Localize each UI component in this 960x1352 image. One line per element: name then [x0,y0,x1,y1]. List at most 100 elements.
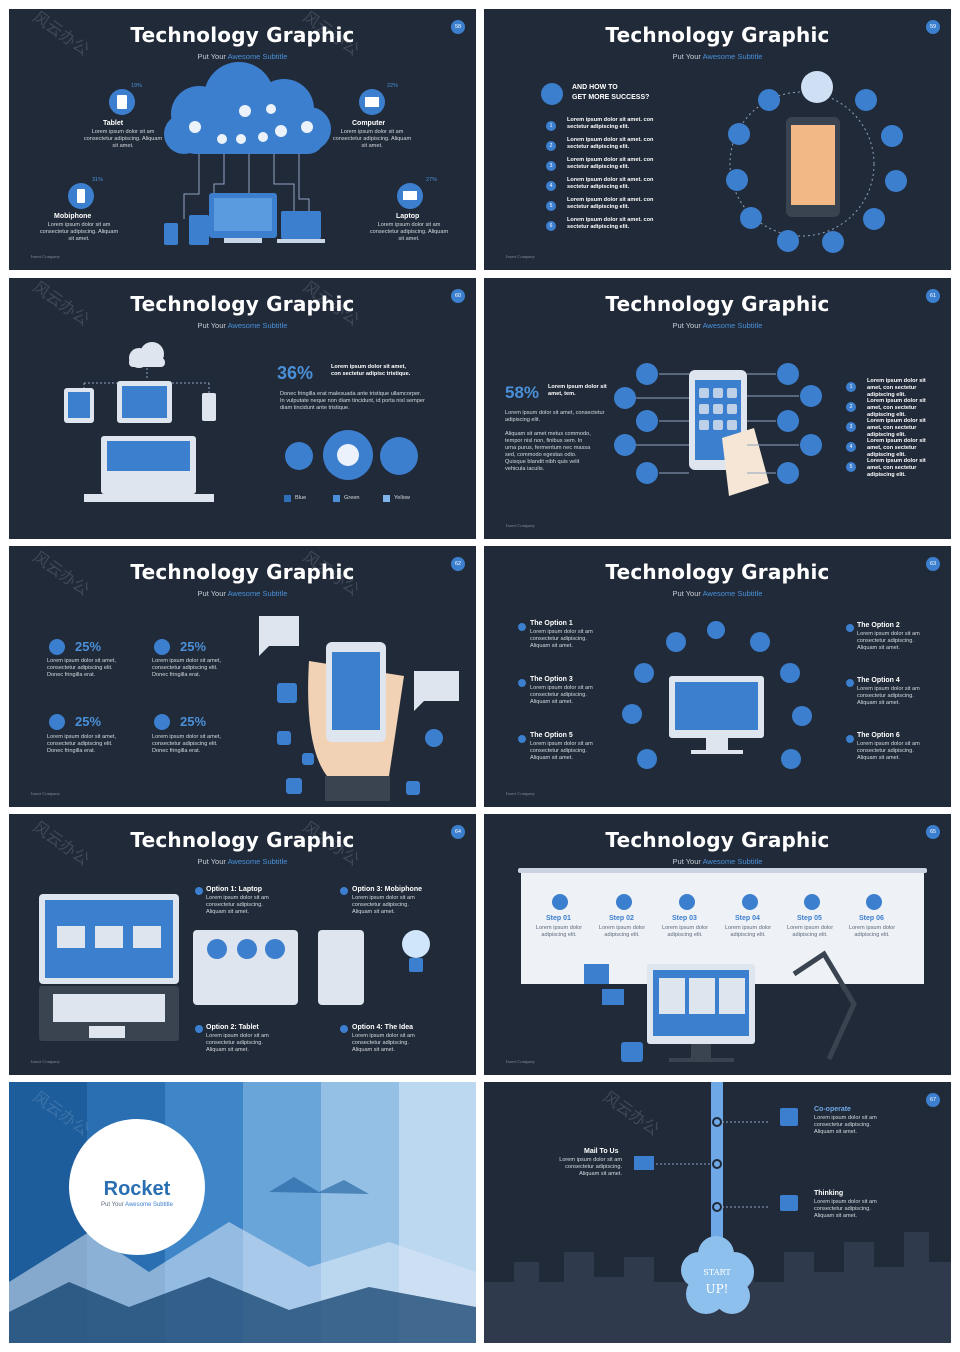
slide-title: Technology Graphic [130,292,355,316]
list-number: 3 [846,422,856,432]
heading-line2: GET MORE SUCCESS? [572,94,650,101]
stat-body: Donec fringilla erat malesuada ante tris… [280,391,425,411]
hand-phone-illustration [49,616,459,801]
list-number: 5 [546,201,556,211]
stat-lead: Lorem ipsum dolor sit amet, tem. [548,384,607,397]
slide-title: Technology Graphic [130,23,355,47]
footer: Insert Company [506,791,535,796]
slide-66: Rocket Put Your Awesome Subtitle [9,1082,476,1343]
step-text: Lorem ipsum dolor adipiscing elit. [724,925,772,938]
footer: Insert Company [506,1059,535,1064]
start-text: START [703,1268,731,1277]
thinking-label: Thinking [814,1190,844,1197]
computer-pct: 22% [387,83,399,89]
stat-percent: 58% [505,383,540,402]
list-number: 1 [546,121,556,131]
tablet-text: Lorem ipsum dolor sit am consectetur adi… [83,129,163,149]
smartphone-apps-illustration [614,363,822,496]
option-label: Option 2: Tablet [206,1024,259,1031]
step-text: Lorem ipsum dolor adipiscing elit. [848,925,896,938]
page-number: 67 [926,1093,940,1107]
stat-text: Lorem ipsum dolor sit amet, consectetur … [152,734,222,754]
list-number: 3 [546,161,556,171]
thinking-text: Lorem ipsum dolor sit am consectetur adi… [814,1199,877,1219]
legend-label: Yellow [394,495,410,501]
footer: Insert Company [506,523,535,528]
cloud-devices-illustration [68,62,423,245]
list-number: 6 [546,221,556,231]
option-text: Lorem ipsum dolor sit am consectetur adi… [530,741,593,761]
slide-67: 67 Co-operate Lorem ipsum dolor sit am c… [484,1082,951,1343]
slide-subtitle: Put Your Awesome Subtitle [672,857,763,866]
monitor-icon-cloud-illustration [518,621,854,769]
stat-pct: 25% [180,639,207,654]
slide-title: Technology Graphic [605,560,830,584]
option-label: The Option 1 [530,620,573,627]
mountain-landscape-illustration [9,1082,476,1343]
slide-title: Technology Graphic [605,828,830,852]
option-label: Option 3: Mobiphone [352,886,422,893]
list-number: 4 [846,442,856,452]
step-text: Lorem ipsum dolor adipiscing elit. [535,925,583,938]
cover-subtitle: Put Your Awesome Subtitle [101,1202,173,1208]
option-label: Option 1: Laptop [206,886,262,893]
slide-62: Technology Graphic Put Your Awesome Subt… [9,546,476,807]
devices-idea-illustration [39,887,430,1041]
tablet-pct: 19% [131,83,143,89]
slide-subtitle: Put Your Awesome Subtitle [672,589,763,598]
option-label: The Option 5 [530,732,573,739]
list-item: Lorem ipsum dolor sit amet. con sectetur… [567,157,654,170]
footer: Insert Company [31,1059,60,1064]
slide-59: Technology Graphic Put Your Awesome Subt… [484,9,951,270]
legend-swatch [333,495,340,502]
list-number: 2 [546,141,556,151]
option-text: Lorem ipsum dolor sit am consectetur adi… [352,1033,415,1053]
list-item: Lorem ipsum dolor sit amet, con sectetur… [867,398,926,418]
option-label: The Option 3 [530,676,573,683]
stat-percent: 36% [277,363,314,383]
laptop-network-illustration [64,342,418,502]
slide-subtitle: Put Your Awesome Subtitle [672,321,763,330]
phone-icon-ring-illustration [541,71,907,253]
slide-subtitle: Put Your Awesome Subtitle [197,52,288,61]
slide-subtitle: Put Your Awesome Subtitle [197,857,288,866]
stat-lead: Lorem ipsum dolor sit amet, con sectetur… [331,364,411,377]
stat-text: Lorem ipsum dolor sit amet, consectetur … [47,658,117,678]
option-text: Lorem ipsum dolor sit am consectetur adi… [857,631,920,651]
page-number: 64 [451,825,465,839]
page-number: 59 [926,20,940,34]
tablet-label: Tablet [103,120,124,127]
list-item: Lorem ipsum dolor sit amet. con sectetur… [567,177,654,190]
option-label: The Option 4 [857,677,900,684]
list-item: Lorem ipsum dolor sit amet, con sectetur… [867,418,926,438]
stat-pct: 25% [180,714,207,729]
co-operate-label: Co-operate [814,1106,851,1113]
footer: Insert Company [31,791,60,796]
step-text: Lorem ipsum dolor adipiscing elit. [786,925,834,938]
list-item: Lorem ipsum dolor sit amet, con sectetur… [867,378,926,398]
footer: Insert Company [31,254,60,259]
option-label: The Option 2 [857,622,900,629]
footer: Insert Company [506,254,535,259]
list-item: Lorem ipsum dolor sit amet. con sectetur… [567,197,654,210]
legend-swatch [383,495,390,502]
heading-line1: AND HOW TO [572,84,618,91]
mobiphone-text: Lorem ipsum dolor sit am consectetur adi… [39,222,119,242]
option-label: Option 4: The Idea [352,1024,414,1031]
slide-subtitle: Put Your Awesome Subtitle [197,321,288,330]
mobiphone-pct: 31% [92,177,104,183]
list-item: Lorem ipsum dolor sit amet, con sectetur… [867,458,926,478]
cover-title: Rocket [103,1178,171,1200]
list-item: Lorem ipsum dolor sit amet. con sectetur… [567,217,654,230]
list-item: Lorem ipsum dolor sit amet. con sectetur… [567,117,654,130]
page-number: 62 [451,557,465,571]
legend-label: Green [344,495,360,501]
slide-title: Technology Graphic [605,23,830,47]
option-text: Lorem ipsum dolor sit am consectetur adi… [530,685,593,705]
slide-63: Technology Graphic Put Your Awesome Subt… [484,546,951,807]
stat-text: Lorem ipsum dolor sit amet, consectetur … [152,658,222,678]
legend-label: Blue [295,495,307,501]
slide-64: Technology Graphic Put Your Awesome Subt… [9,814,476,1075]
step-label: Step 05 [797,915,822,922]
mail-label: Mail To Us [584,1148,619,1155]
